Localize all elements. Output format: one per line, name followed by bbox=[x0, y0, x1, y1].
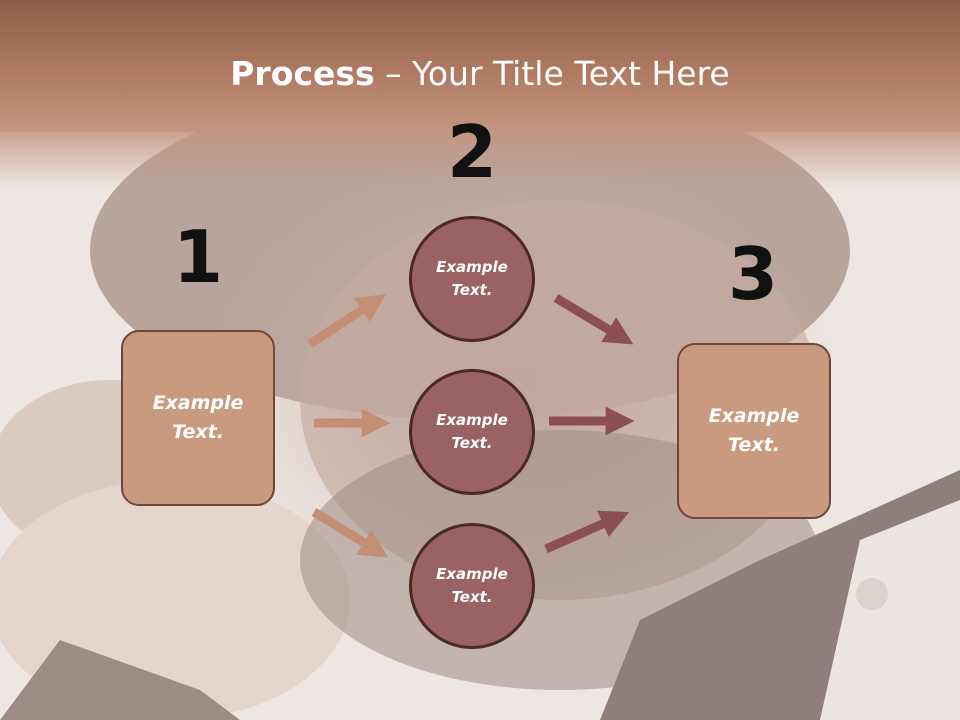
step-3-box: Example Text. bbox=[677, 343, 831, 519]
circle-middle-text: Example Text. bbox=[436, 411, 508, 452]
title-bold: Process bbox=[230, 54, 375, 93]
circle-bottom: Example Text. bbox=[409, 523, 535, 649]
step-1-box: Example Text. bbox=[121, 330, 275, 506]
step-1-text: Example Text. bbox=[152, 392, 244, 443]
circle-bottom-text: Example Text. bbox=[436, 565, 508, 606]
step-number-2: 2 bbox=[446, 110, 498, 194]
arrow-from-circle-top bbox=[553, 294, 634, 345]
slide-title: Process – Your Title Text Here bbox=[0, 52, 960, 96]
step-number-1: 1 bbox=[172, 215, 224, 299]
circle-top-text: Example Text. bbox=[436, 258, 508, 299]
title-rest: – Your Title Text Here bbox=[374, 54, 730, 93]
circle-top: Example Text. bbox=[409, 216, 535, 342]
step-number-3: 3 bbox=[727, 232, 779, 316]
step-3-text: Example Text. bbox=[708, 405, 800, 456]
arrow-to-circle-top bbox=[307, 294, 387, 348]
arrow-from-circle-bottom bbox=[544, 510, 630, 554]
arrow-to-circle-bottom bbox=[311, 508, 389, 558]
circle-middle: Example Text. bbox=[409, 369, 535, 495]
